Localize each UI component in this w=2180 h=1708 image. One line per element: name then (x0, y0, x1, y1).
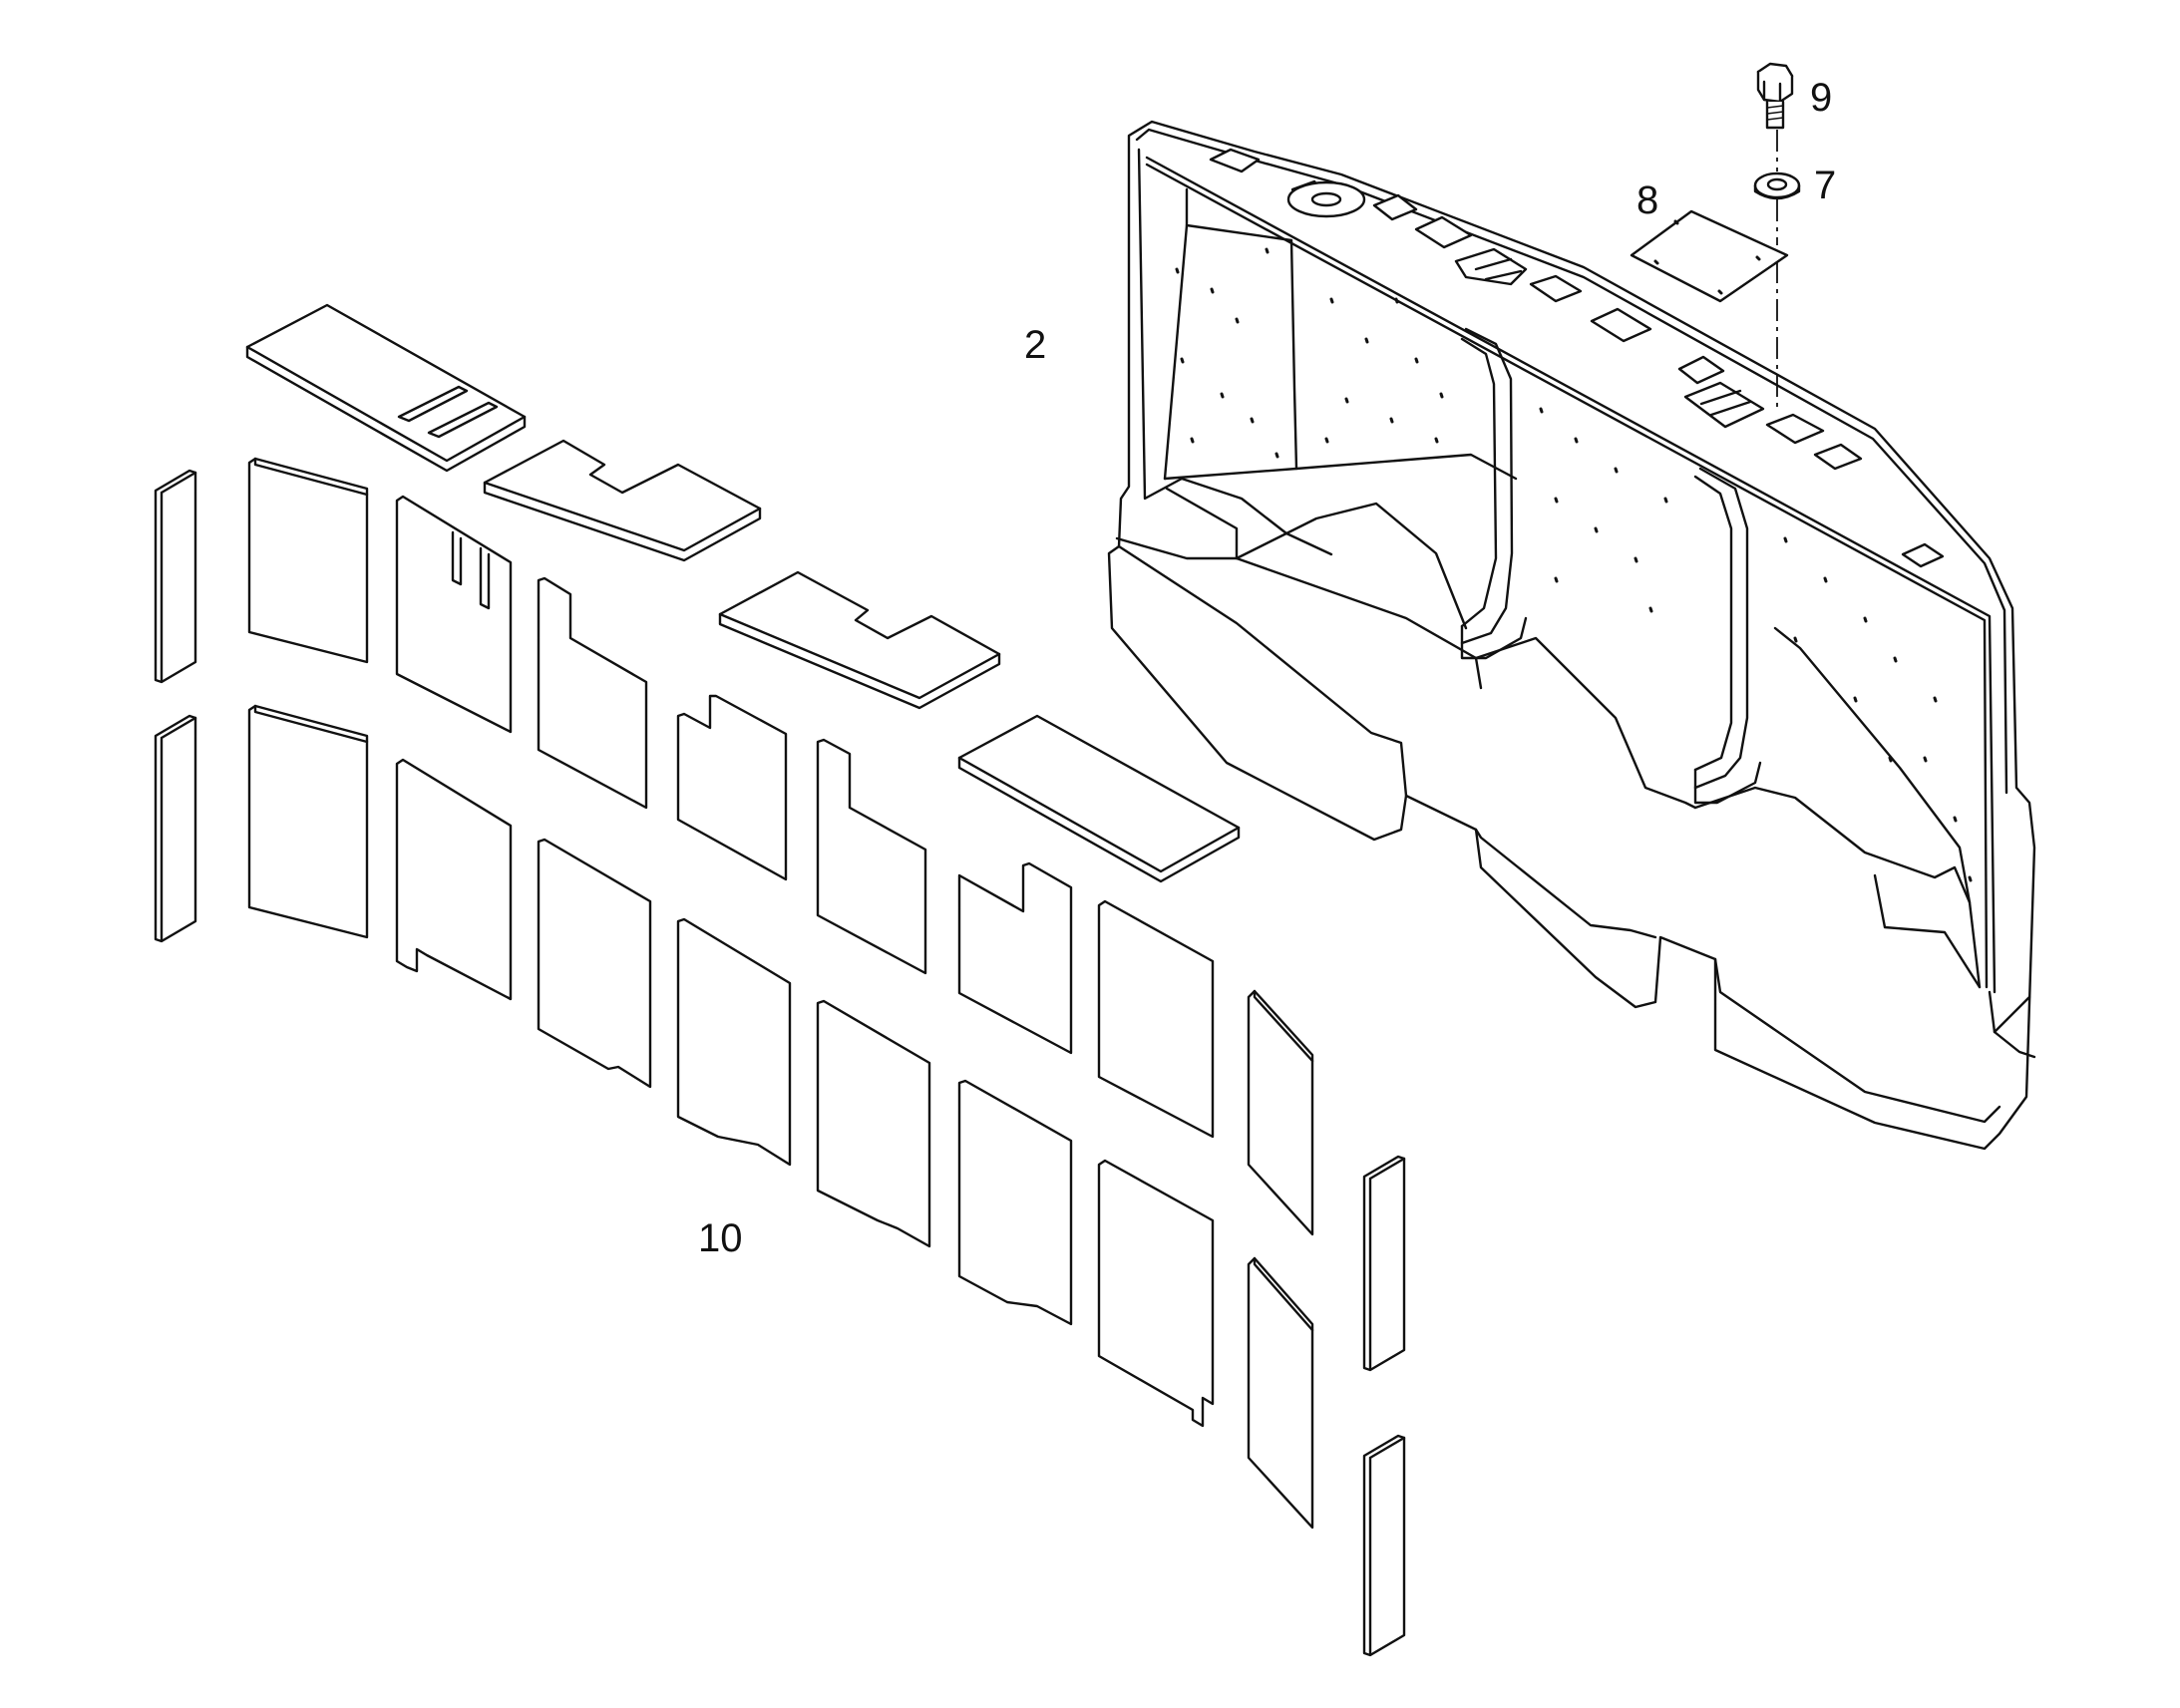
cover-plate (1630, 209, 1789, 303)
callout-washer: 7 (1814, 164, 1837, 207)
callout-insulation-panels: 10 (698, 1216, 743, 1260)
callout-cover-plate: 8 (1636, 178, 1659, 222)
callout-bolt: 9 (1810, 76, 1833, 120)
bolt-icon (1756, 62, 1794, 130)
callout-tank-body: 2 (1024, 323, 1047, 367)
washer-icon (1753, 171, 1801, 200)
insulation-panels (154, 303, 1406, 1657)
tank-body (1107, 120, 2036, 1151)
tank-inner-rivets (1175, 247, 1973, 882)
